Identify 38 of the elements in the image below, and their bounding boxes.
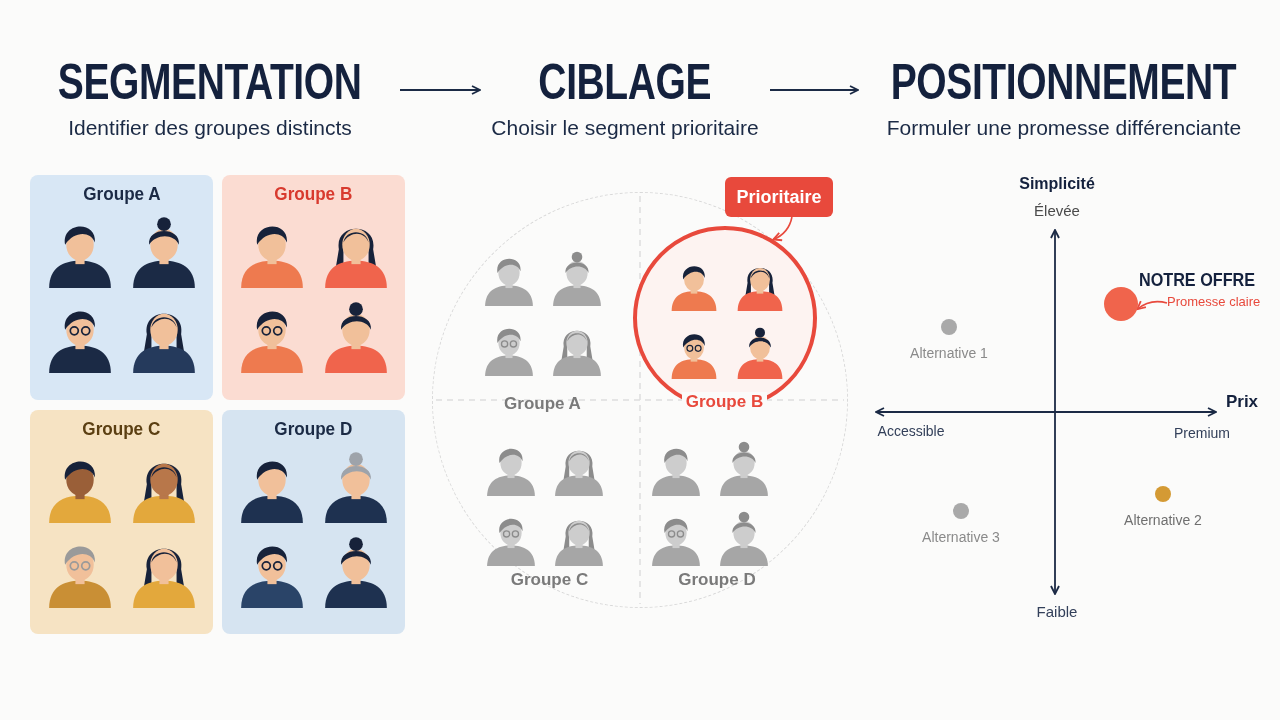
offer-label: NOTRE OFFRE [1138, 269, 1256, 291]
group-label: Groupe A [503, 393, 582, 413]
offer-dot [1104, 287, 1138, 321]
segment-card [30, 410, 213, 634]
group-label: Groupe C [509, 569, 590, 589]
group-title: Groupe C [82, 418, 161, 440]
stage-heading: POSITIONNEMENT [891, 53, 1237, 112]
axis-label: Élevée [1034, 201, 1080, 219]
group-label: Groupe D [677, 569, 757, 589]
axis-label: Accessible [877, 423, 945, 439]
group-title: Groupe D [274, 418, 353, 440]
axis-label: Prix [1225, 392, 1259, 412]
point-label: Alternative 2 [1124, 512, 1202, 528]
stage-subtitle: Choisir le segment prioritaire [491, 116, 759, 140]
priority-badge: Prioritaire [725, 177, 833, 217]
competitor-dot [1155, 486, 1171, 502]
group-label: Groupe B [681, 391, 768, 411]
group-title: Groupe A [82, 183, 161, 205]
competitor-dot [953, 503, 969, 519]
arrow [399, 85, 481, 95]
stage-heading: SEGMENTATION [58, 53, 362, 112]
arrow [769, 85, 859, 95]
point-label: Alternative 3 [922, 529, 1000, 545]
segment-card [30, 175, 213, 400]
group-title: Groupe B [274, 183, 353, 205]
segment-card [222, 175, 405, 400]
competitor-dot [941, 319, 957, 335]
axis-label: Premium [1174, 425, 1230, 441]
stage-heading: CIBLAGE [538, 53, 712, 112]
stage-subtitle: Identifier des groupes distincts [68, 116, 352, 140]
point-label: Alternative 1 [910, 345, 988, 361]
axis-label: Faible [1036, 602, 1078, 620]
arrow [772, 216, 793, 241]
stage-subtitle: Formuler une promesse différenciante [886, 116, 1242, 140]
segment-card [222, 410, 405, 634]
annotation-text: Promesse claire [1167, 292, 1259, 312]
axis-label: Simplicité [1019, 175, 1095, 193]
arrow [1136, 300, 1168, 311]
